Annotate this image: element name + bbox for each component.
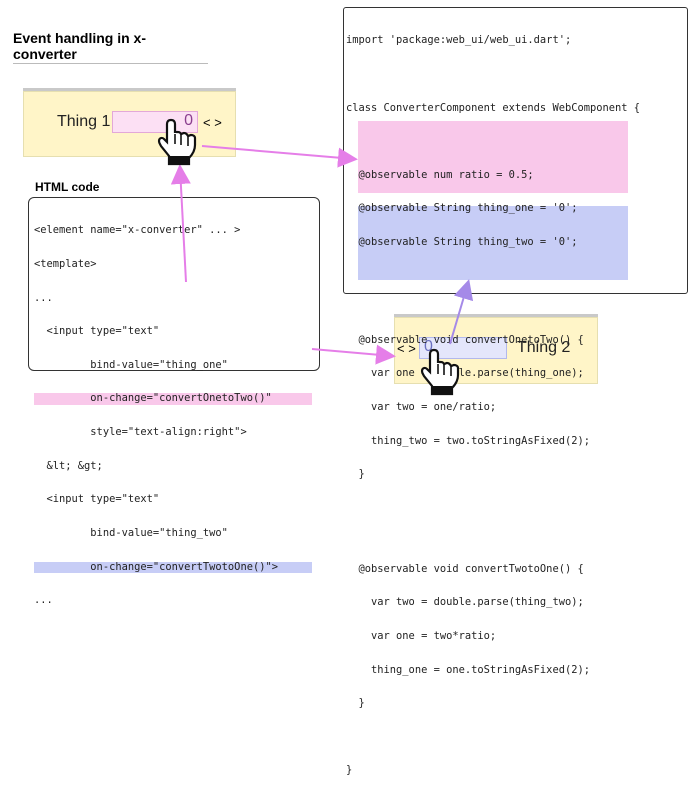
arrow-thing-one-to-dart xyxy=(201,145,358,168)
pointing-hand-icon xyxy=(157,118,197,166)
thing-one-input[interactable]: 0 xyxy=(112,111,198,133)
convert-two-to-one-block xyxy=(358,206,628,280)
code-line: } xyxy=(346,764,353,777)
code-line xyxy=(346,503,640,514)
code-line: import 'package:web_ui/web_ui.dart'; xyxy=(346,34,572,47)
code-line: thing_two = two.toStringAsFixed(2); xyxy=(346,434,590,447)
html-code-label: HTML code xyxy=(35,180,100,194)
arrow-html-to-thing-two xyxy=(311,344,396,365)
code-line: <input type="text" xyxy=(34,493,160,506)
code-line: <template> xyxy=(34,258,97,271)
code-line-highlight-pink: on-change="convertOnetoTwo()" xyxy=(34,393,312,405)
code-line: thing_one = one.toStringAsFixed(2); xyxy=(346,663,590,676)
code-line: style="text-align:right"> xyxy=(34,426,247,439)
code-line: class ConverterComponent extends WebComp… xyxy=(346,101,641,114)
code-line: var two = double.parse(thing_two); xyxy=(346,596,584,609)
diagram-title: Event handling in x-converter xyxy=(13,30,208,64)
code-line: } xyxy=(346,697,365,710)
code-line-highlight-blue: on-change="convertTwotoOne()"> xyxy=(34,561,312,573)
code-line: @observable num ratio = 0.5; xyxy=(346,168,534,181)
code-line: ... xyxy=(34,594,53,607)
angle-brackets-text: < > xyxy=(203,115,222,130)
code-line: bind-value="thing_two" xyxy=(34,526,228,539)
thing-two-input[interactable]: 0 xyxy=(419,337,507,359)
code-line: <element name="x-converter" ... > xyxy=(34,224,241,237)
code-line: @observable String thing_two = '0'; xyxy=(346,236,578,249)
code-line xyxy=(346,732,640,743)
code-line: @observable void convertTwotoOne() { xyxy=(346,562,584,575)
code-line: var two = one/ratio; xyxy=(346,400,497,413)
code-line: ... xyxy=(34,291,53,304)
arrow-html-to-thing-one xyxy=(170,164,191,283)
code-line: @observable String thing_one = '0'; xyxy=(346,202,578,215)
arrow-thing-two-to-dart xyxy=(449,279,474,345)
code-line: } xyxy=(346,468,365,481)
code-line: bind-value="thing_one" xyxy=(34,358,228,371)
convert-one-to-two-block xyxy=(358,121,628,193)
code-line: &lt; &gt; xyxy=(34,459,103,472)
connector-arrows xyxy=(170,145,474,365)
thing-two-label: Thing 2 xyxy=(517,339,571,356)
code-line: var one = two*ratio; xyxy=(346,629,497,642)
thing-one-label: Thing 1 xyxy=(57,113,111,130)
pointing-hand-icon xyxy=(420,348,460,396)
code-line: @observable void convertOnetoTwo() { xyxy=(346,333,584,346)
thing-one-widget: Thing 1 0 < > xyxy=(23,88,236,157)
angle-brackets-text: < > xyxy=(397,341,416,356)
code-line: <input type="text" xyxy=(34,325,160,338)
